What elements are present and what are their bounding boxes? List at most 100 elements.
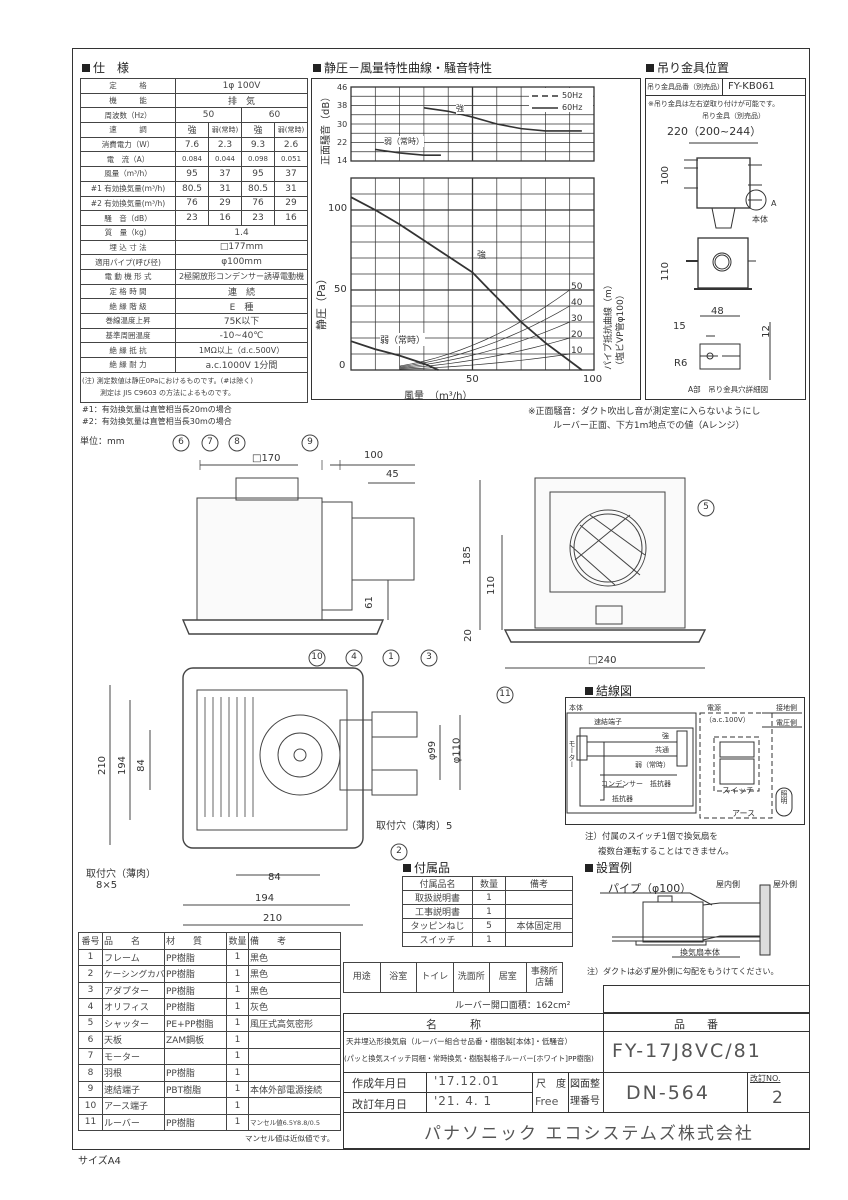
table-row-cell	[248, 1064, 341, 1082]
callout-circle	[697, 499, 715, 517]
dim-45: 45	[386, 469, 399, 480]
table-header: 番号品 名材 質数量備 考	[78, 932, 341, 950]
table-row-cell: 1	[78, 948, 103, 966]
footnote-2: #2：有効換気量は直管相当長30mの場合	[82, 417, 232, 426]
pipe-curve-tick: 10	[571, 346, 583, 356]
wiring-body: 本体	[569, 704, 583, 712]
callout-number: 5	[703, 502, 709, 512]
x-tick: 0	[339, 360, 346, 371]
company-name: パナソニック エコシステムズ株式会社	[424, 1124, 754, 1144]
spec-note-2: 測定は JIS C9603 の方法によるものです。	[100, 389, 236, 398]
spec-note-1: (注) 測定数値は静圧0Paにおけるものです。(#は除く)	[82, 377, 253, 386]
table-header-cell: 品 名	[102, 932, 165, 950]
product-description-2: (パッと換気スイッチ同梱・常時換気・樹脂製格子ルーバー[ホワイト]PP樹脂)	[344, 1054, 594, 1063]
dim-84-h: 84	[268, 872, 281, 883]
spec-label: 電 動 機 形 式	[80, 268, 176, 285]
name-header: 名 称	[426, 1018, 481, 1031]
callout-number: 4	[351, 652, 357, 662]
table-header-cell: 番号	[78, 932, 103, 950]
spec-label: 周波数（Hz）	[80, 107, 176, 124]
title-block: 名 称 品 番 天井埋込形換気扇（ルーバー組合せ品番・樹脂製[本体]・低騒音） …	[343, 1013, 810, 1149]
install-note: 注）ダクトは必ず屋外側に勾配をもうけてください。	[587, 967, 779, 976]
created-label: 作成年月日	[352, 1077, 407, 1090]
callout-number: 9	[307, 437, 313, 447]
y-tick: 50	[334, 284, 347, 295]
table-row-cell: PP樹脂	[164, 965, 227, 983]
usage-row: 用途浴室トイレ洗面所居室事務所 店舗	[343, 962, 563, 993]
hanger-dim-48: 48	[711, 306, 724, 317]
drawing-frame	[72, 48, 810, 1150]
table-row-cell: 本体外部電源接続	[248, 1080, 341, 1098]
pq-curve-0	[350, 196, 583, 371]
unit-label: 単位：mm	[80, 437, 125, 447]
table-row-cell: 速結端子	[102, 1080, 165, 1098]
table-row-cell: 1	[226, 1097, 249, 1115]
noise-note-1: ※正面騒音：ダクト吹出し音が測定室に入らないようにし	[528, 407, 761, 417]
revised-date: '21. 4. 1	[434, 1094, 493, 1108]
revised-label: 改訂年月日	[352, 1098, 407, 1111]
wiring-earth: アース	[732, 809, 756, 818]
hanger-caption: A部 吊り金具穴詳細図	[688, 385, 769, 394]
table-row-cell: PP樹脂	[164, 1064, 227, 1082]
hanger-title: 吊り金具位置	[646, 59, 729, 76]
noise-curve-1	[375, 148, 441, 157]
mount-hole-label: 取付穴（薄肉）	[86, 869, 156, 880]
blank-box	[603, 985, 810, 1013]
code-header: 品 番	[674, 1018, 718, 1031]
louver-area: ルーバー開口面積：162cm²	[455, 1001, 571, 1011]
pipe-curve-tick: 20	[571, 330, 583, 340]
callout-circle	[420, 649, 438, 667]
callout-number: 8	[234, 437, 240, 447]
table-row-cell: 10	[78, 1097, 103, 1115]
munsell-note: マンセル値は近似値です。	[245, 1134, 335, 1143]
noise-tick: 38	[337, 101, 348, 110]
y-tick: 100	[328, 203, 348, 214]
table-row-cell: フレーム	[102, 948, 165, 966]
wiring-note-1: 注）付属のスイッチ1個で換気扇を	[585, 832, 718, 842]
x-axis-label: 風量 （m³/h）	[404, 391, 473, 402]
table-row-cell	[248, 1047, 341, 1065]
table-row-cell: 1	[226, 1047, 249, 1065]
dim-240: □240	[588, 655, 617, 666]
table-row-cell: 5	[78, 1014, 103, 1032]
wiring-capacitor: コンデンサー	[601, 780, 643, 788]
callout-circle	[496, 686, 514, 704]
spec-value: 弱(常時)	[273, 122, 309, 138]
table-header-cell: 材 質	[164, 932, 227, 950]
spec-label: 基準周囲温度	[80, 327, 176, 344]
callout-number: 1	[388, 652, 394, 662]
detail-a-label: A	[771, 199, 777, 208]
table-row-cell	[505, 932, 573, 947]
table-row-cell: 1	[226, 1014, 249, 1032]
wiring-terminal: 速結端子	[594, 718, 622, 726]
spec-value: φ100mm	[174, 254, 309, 270]
table-row-cell: 6	[78, 1031, 103, 1049]
scale-label: 尺 度	[536, 1079, 566, 1090]
hanger-part-label: 吊り金具品番（別売品）	[647, 83, 724, 91]
table-row-cell: 1	[226, 1113, 249, 1131]
callout-number: 2	[396, 846, 402, 856]
table-row-cell: PP樹脂	[164, 998, 227, 1016]
spec-label: 適用パイプ(呼び径)	[80, 254, 176, 270]
table-row-cell: PP樹脂	[164, 948, 227, 966]
wiring-light: 照明	[780, 790, 788, 804]
table-row-cell: 11	[78, 1113, 103, 1131]
table-row-cell: 2	[78, 965, 103, 983]
callout-number: 11	[499, 689, 511, 699]
table-row-cell	[164, 1097, 227, 1115]
table-header-cell: 数量	[226, 932, 249, 950]
weak-curve-label: 弱（常時）	[380, 333, 426, 346]
table-row-cell	[248, 1097, 341, 1115]
wiring-power: 電源	[707, 704, 721, 712]
usage-cell: 居室	[489, 962, 527, 993]
